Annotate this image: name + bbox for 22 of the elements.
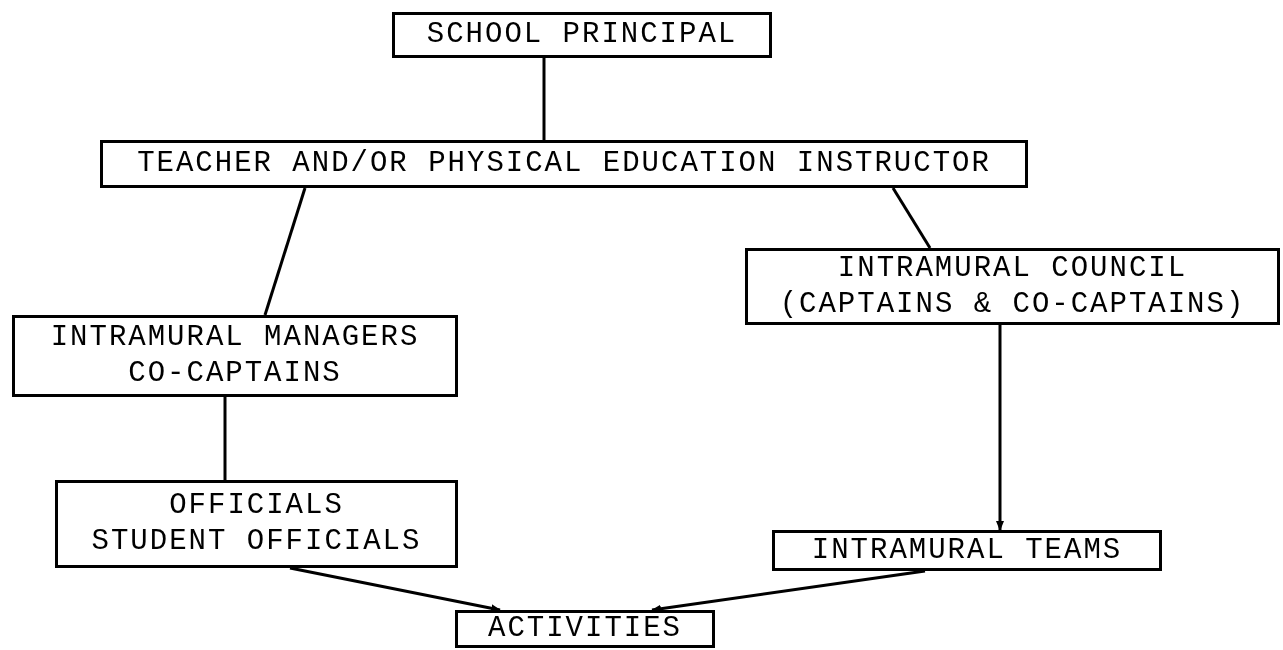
connector-line [542, 58, 546, 140]
box-label: CO-CAPTAINS [128, 356, 342, 392]
org-box [772, 530, 1162, 571]
connector-line [891, 187, 932, 249]
box-label: STUDENT OFFICIALS [91, 524, 422, 560]
org-box [12, 315, 458, 397]
org-box [55, 480, 458, 568]
connector-line [223, 397, 227, 480]
box-label: INTRAMURAL MANAGERS [50, 320, 420, 356]
box-label: INTRAMURAL TEAMS [811, 532, 1123, 569]
box-label: ACTIVITIES [488, 611, 682, 647]
connector-line [996, 325, 1004, 531]
box-label: (CAPTAINS & CO-CAPTAINS) [779, 286, 1246, 323]
org-box [100, 140, 1028, 188]
box-label: SCHOOL PRINCIPAL [426, 17, 738, 53]
box-label: OFFICIALS [169, 488, 344, 524]
box-label: TEACHER AND/OR PHYSICAL EDUCATION INSTRUCTOR [137, 146, 991, 182]
box-label: INTRAMURAL COUNCIL [837, 250, 1188, 287]
org-box [392, 12, 772, 58]
org-box [455, 610, 715, 648]
org-box [745, 248, 1280, 325]
connector-line [263, 187, 307, 316]
